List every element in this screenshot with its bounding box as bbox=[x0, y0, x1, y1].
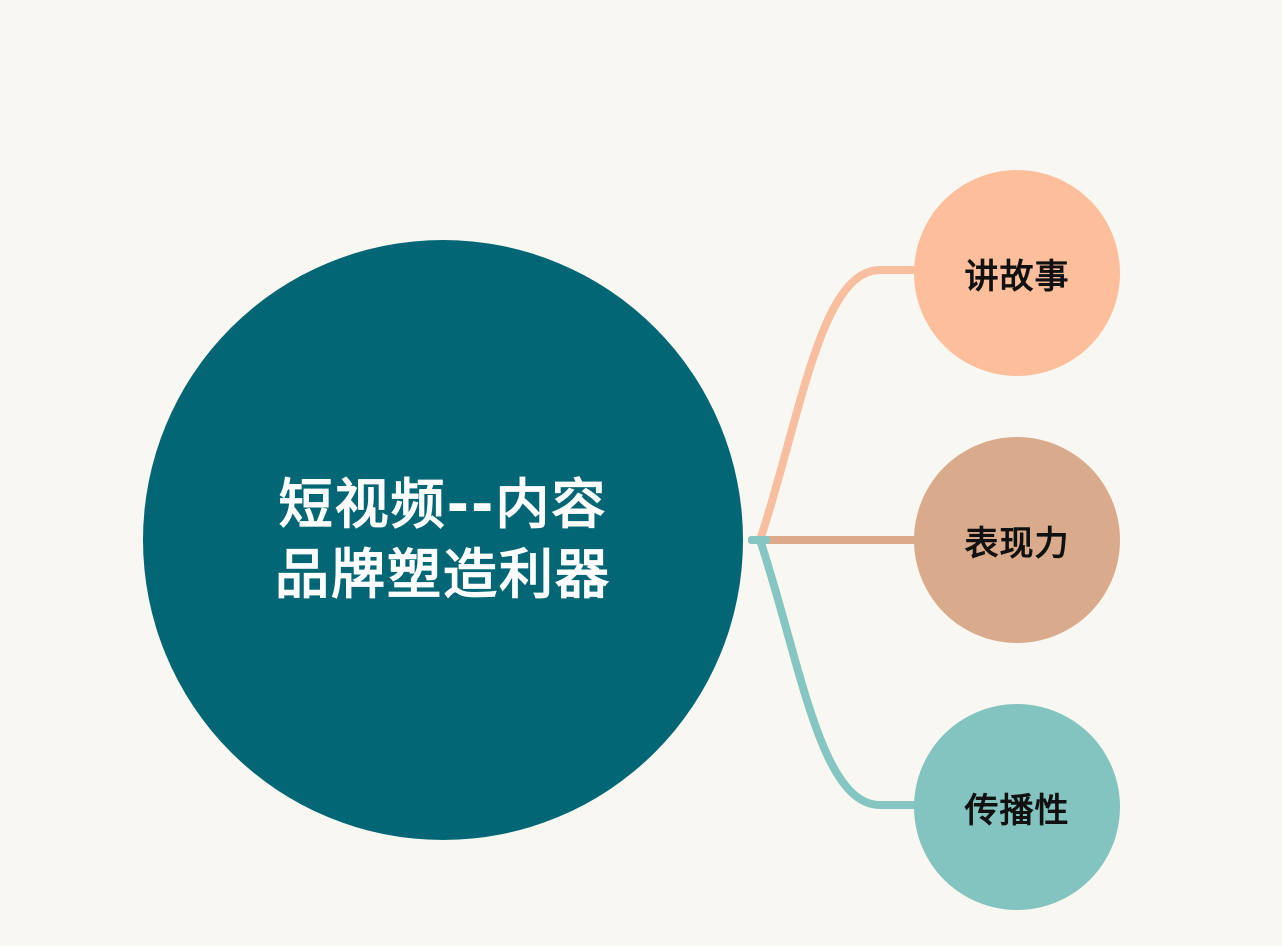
branch-label-1: 讲故事 bbox=[964, 256, 1070, 297]
branch-label-2: 表现力 bbox=[964, 523, 1070, 564]
connector-branch-1 bbox=[756, 266, 922, 544]
central-topic-label: 短视频--内容品牌塑造利器 bbox=[275, 472, 611, 606]
central-topic-node: 短视频--内容品牌塑造利器 bbox=[143, 240, 743, 840]
branch-node-3: 传播性 bbox=[914, 704, 1120, 910]
branch-label-3: 传播性 bbox=[964, 790, 1070, 831]
connector-junction bbox=[748, 536, 770, 544]
branch-node-2: 表现力 bbox=[914, 437, 1120, 643]
branch-node-1: 讲故事 bbox=[914, 170, 1120, 376]
connector-branch-3 bbox=[756, 536, 922, 809]
